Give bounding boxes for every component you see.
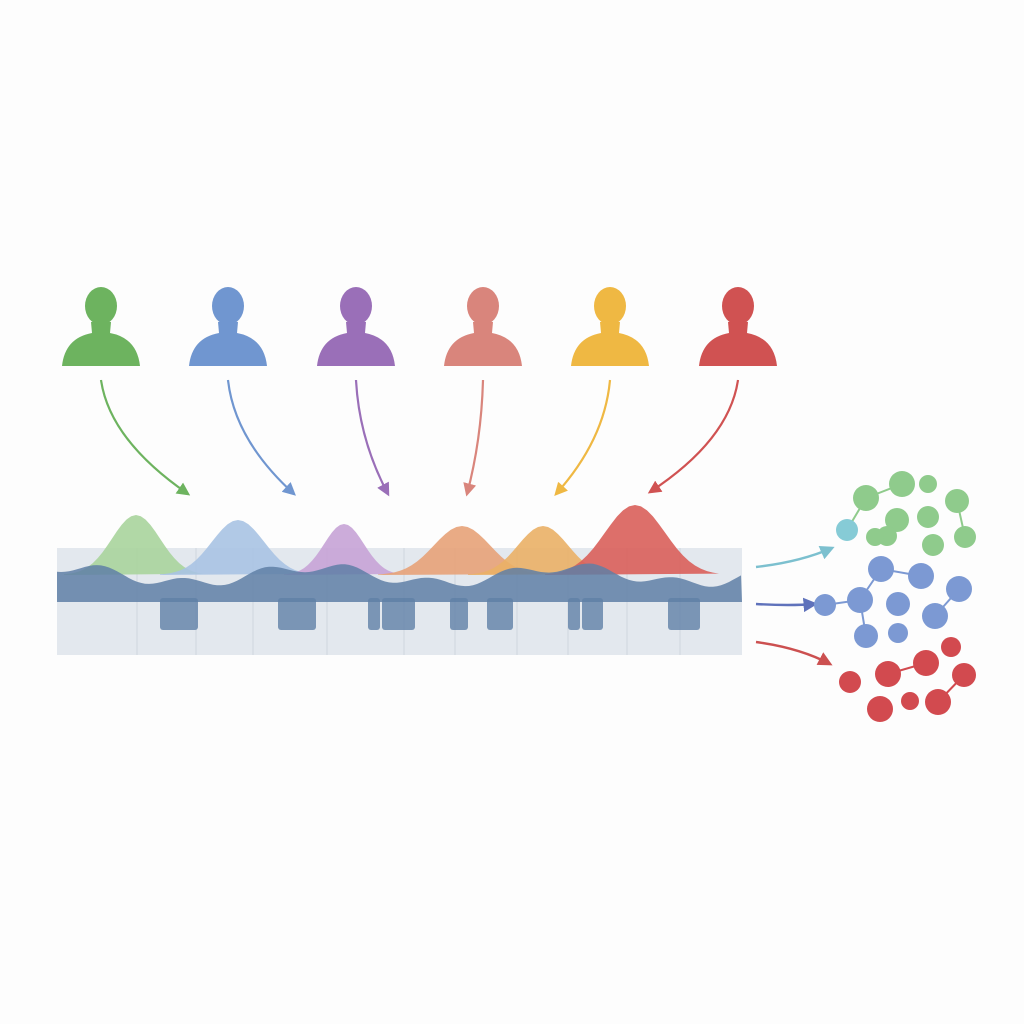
blue-cluster-node: [814, 594, 836, 616]
speaker-clusters: [755, 471, 976, 722]
blue-cluster-node: [922, 603, 948, 629]
cluster-arrow: [755, 597, 818, 613]
waveform-pulse: [450, 598, 468, 630]
waveform-pulse: [278, 598, 316, 630]
arrow: [554, 379, 612, 496]
speaker-peak: [64, 515, 204, 575]
blue-cluster-node: [888, 623, 908, 643]
arrow: [647, 379, 740, 494]
green-cluster-node: [889, 471, 915, 497]
red-cluster-node: [839, 671, 861, 693]
arrow: [99, 379, 191, 496]
person-icon: [699, 287, 777, 366]
speaker-icons: [62, 287, 777, 366]
person-icon: [444, 287, 522, 366]
speaker-peak: [378, 526, 541, 575]
waveform-pulse: [568, 598, 580, 630]
green-cluster-node: [853, 485, 879, 511]
green-cluster-node: [836, 519, 858, 541]
speaker-peak: [284, 524, 400, 575]
blue-cluster-node: [868, 556, 894, 582]
person-icon: [571, 287, 649, 366]
waveform-pulse: [160, 598, 198, 630]
waveform-pulse: [582, 598, 603, 630]
green-cluster-node: [945, 489, 969, 513]
green-cluster-node: [919, 475, 937, 493]
red-cluster-node: [867, 696, 893, 722]
blue-cluster-node: [854, 624, 878, 648]
speaker-peak: [160, 520, 311, 575]
blue-cluster-node: [847, 587, 873, 613]
red-cluster-node: [901, 692, 919, 710]
waveform-pulse: [487, 598, 513, 630]
blue-cluster-node: [908, 563, 934, 589]
red-cluster-node: [952, 663, 976, 687]
waveform-pulse: [382, 598, 415, 630]
audio-waveform: [57, 505, 742, 655]
red-cluster-node: [941, 637, 961, 657]
person-icon: [189, 287, 267, 366]
speaker-peak: [468, 526, 613, 575]
cluster-arrow: [755, 640, 833, 666]
red-cluster-node: [875, 661, 901, 687]
speaker-peak: [545, 505, 719, 575]
green-cluster-node: [866, 528, 884, 546]
green-cluster-node: [885, 508, 909, 532]
cluster-arrow: [755, 546, 835, 569]
waveform-body: [57, 563, 742, 602]
arrow: [354, 379, 390, 497]
person-icon: [317, 287, 395, 366]
blue-cluster-node: [886, 592, 910, 616]
arrow: [463, 379, 485, 497]
red-cluster-node: [913, 650, 939, 676]
speaker-arrows: [99, 379, 740, 497]
waveform-pulse: [368, 598, 380, 630]
arrow: [226, 379, 296, 496]
blue-cluster-node: [946, 576, 972, 602]
green-cluster-node: [917, 506, 939, 528]
green-cluster-node: [954, 526, 976, 548]
waveform-pulse: [668, 598, 700, 630]
red-cluster-node: [925, 689, 951, 715]
person-icon: [62, 287, 140, 366]
green-cluster-node: [922, 534, 944, 556]
